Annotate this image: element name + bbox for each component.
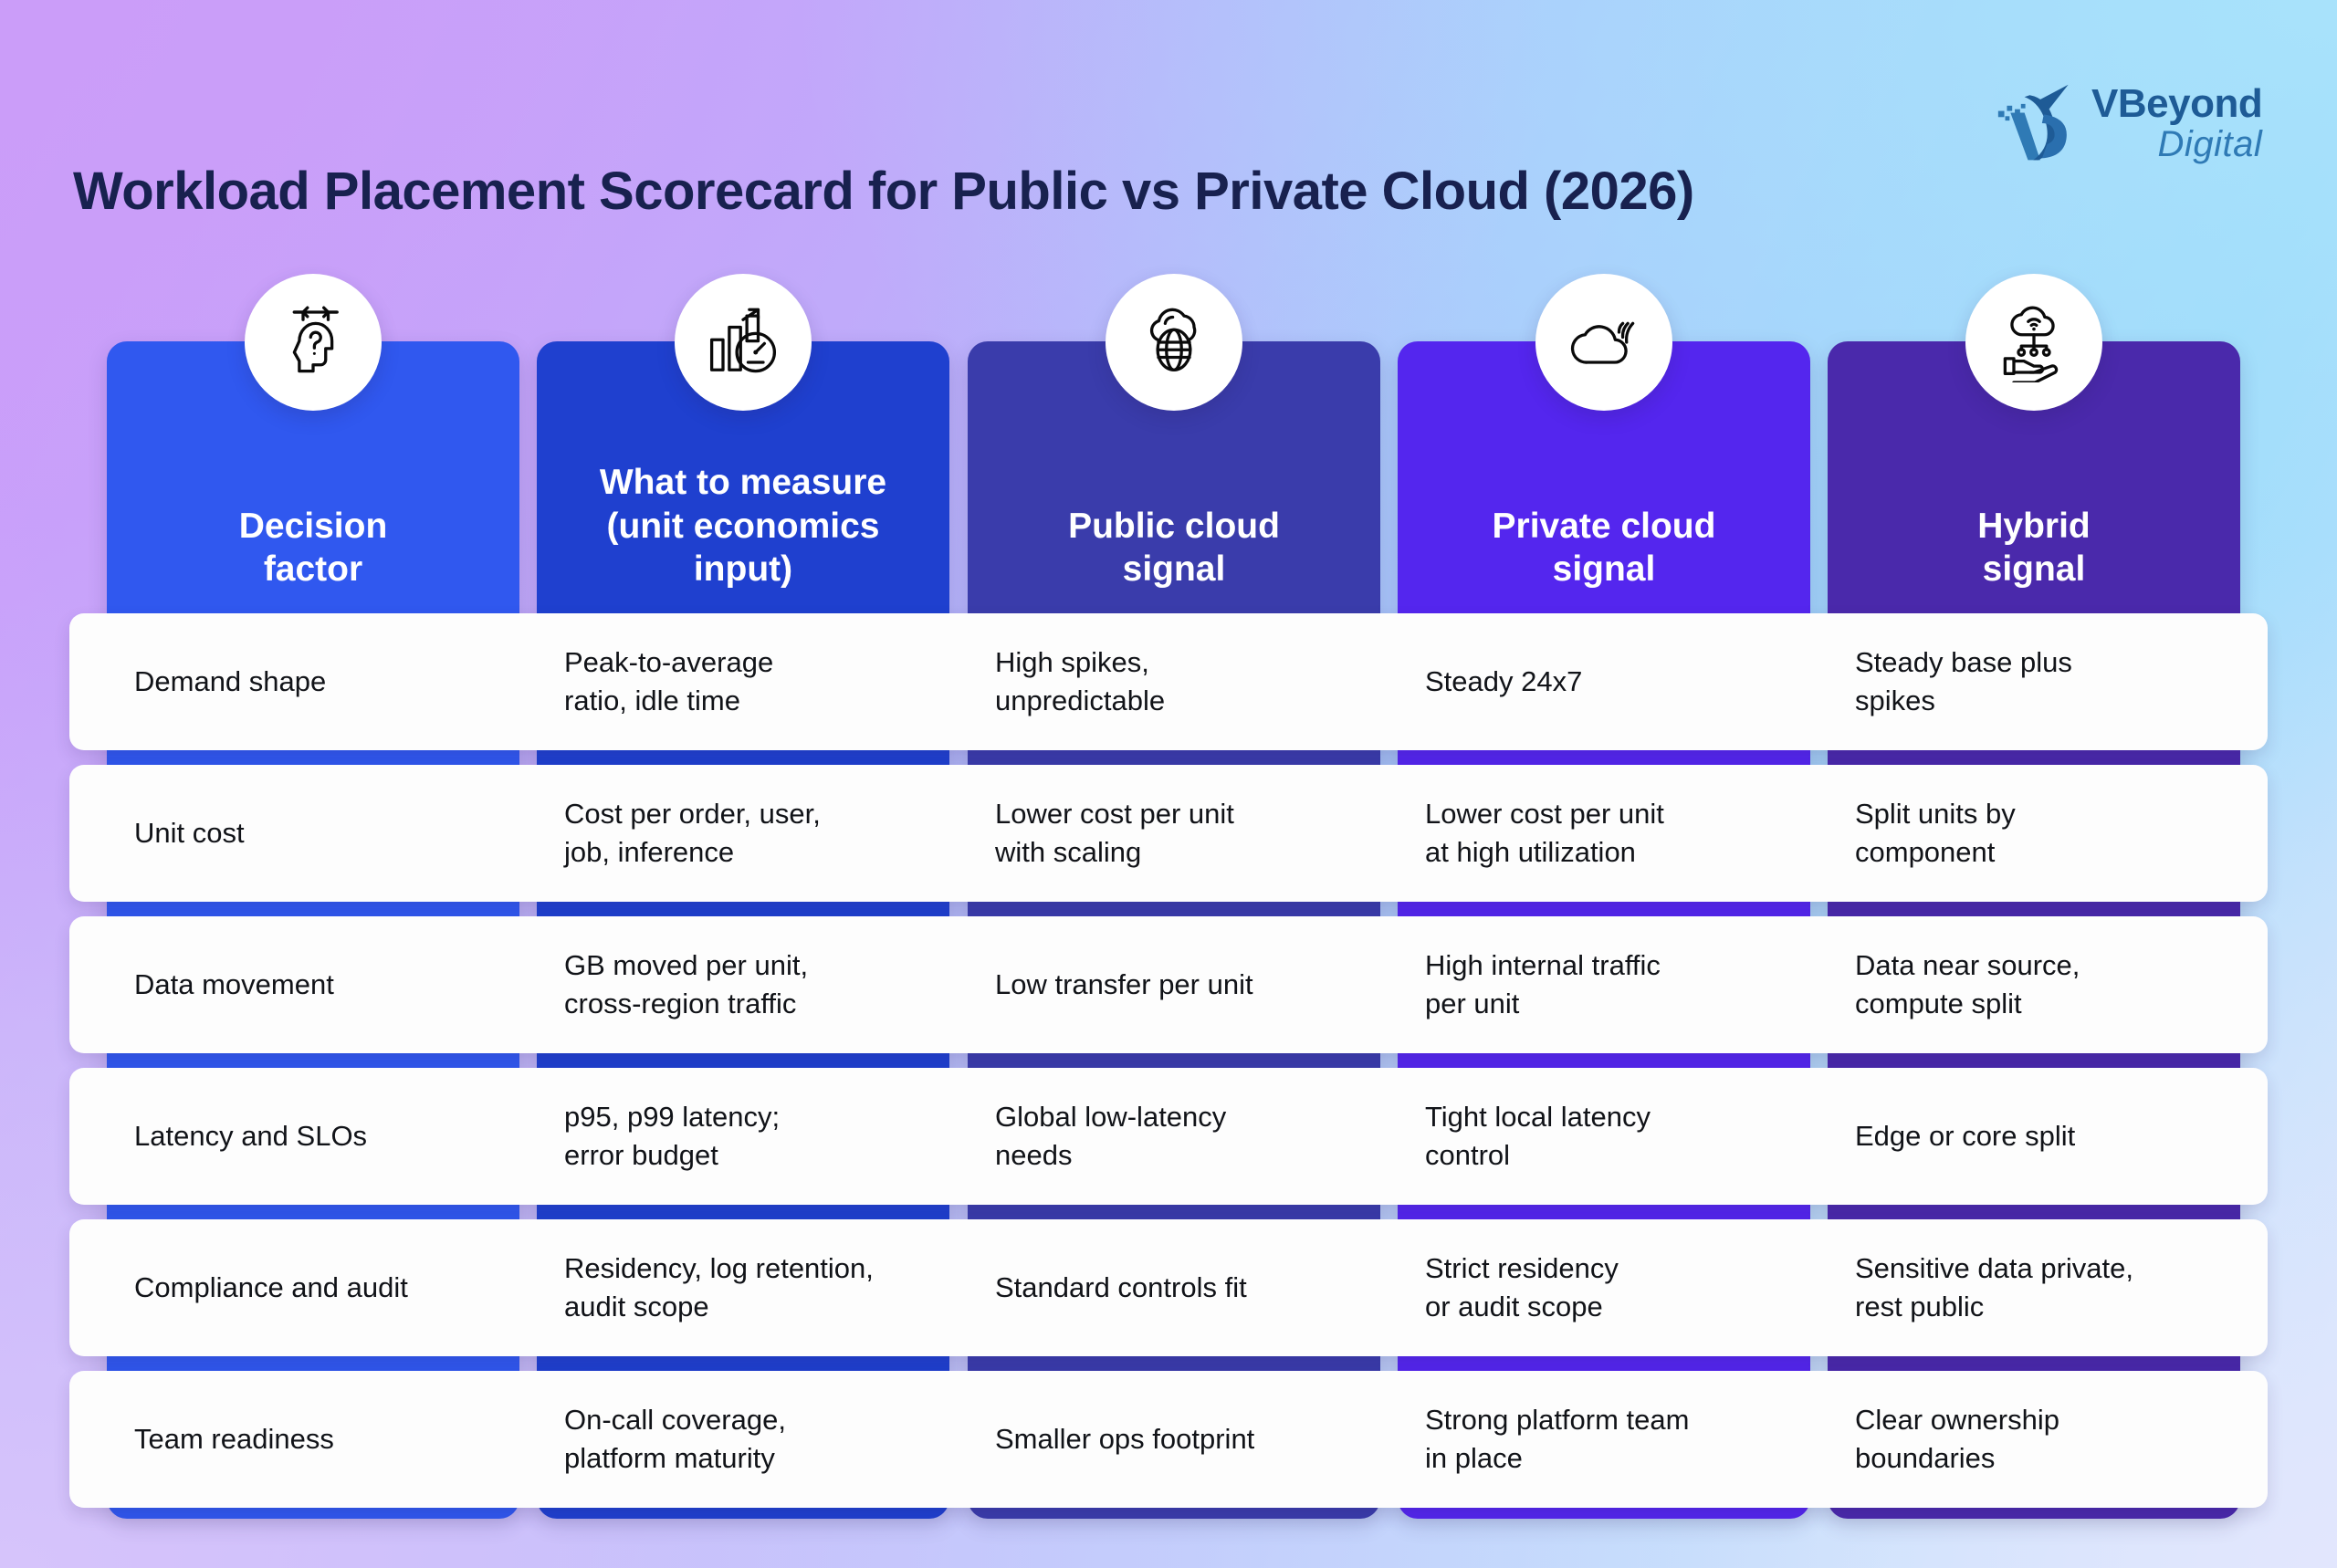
brand-logo: VBeyond Digital [1995,73,2305,173]
cell-text: Compliance and audit [134,1270,408,1303]
cell-what-to-measure: p95, p99 latency;error budget [550,1068,944,1205]
hand-cloud-network-icon [1994,302,2074,382]
icon-bubble-private-cloud [1535,274,1672,411]
table-row: Latency and SLOs p95, p99 latency;error … [69,1068,2268,1205]
cell-text: Steady 24x7 [1425,664,1583,697]
cell-decision-factor: Compliance and audit [120,1219,514,1356]
head-question-decision-icon [273,302,353,382]
cell-text: Residency, log retention,audit scope [564,1251,874,1322]
brand-name-line2: Digital [2157,124,2263,164]
cell-decision-factor: Latency and SLOs [120,1068,514,1205]
cell-public-cloud: Standard controls fit [980,1219,1375,1356]
cell-decision-factor: Demand shape [120,613,514,750]
cell-text: Demand shape [134,664,327,697]
cell-text: Low transfer per unit [995,967,1253,1000]
brand-name-line1: VBeyond [2091,81,2263,126]
cell-what-to-measure: GB moved per unit,cross-region traffic [550,916,944,1053]
cell-text: High spikes,unpredictable [995,645,1166,716]
cell-decision-factor: Team readiness [120,1371,514,1508]
cell-private-cloud: Steady 24x7 [1410,613,1805,750]
cell-what-to-measure: Cost per order, user,job, inference [550,765,944,902]
cell-decision-factor: Unit cost [120,765,514,902]
cell-text: p95, p99 latency;error budget [564,1100,781,1171]
cell-text: Unit cost [134,816,245,849]
cell-what-to-measure: Residency, log retention,audit scope [550,1219,944,1356]
icon-bubble-hybrid [1965,274,2102,411]
cell-text: Smaller ops footprint [995,1422,1255,1455]
table-row: Unit cost Cost per order, user,job, infe… [69,765,2268,902]
cell-text: Data movement [134,967,334,1000]
cell-text: Team readiness [134,1422,334,1455]
cell-text: Standard controls fit [995,1270,1247,1303]
icon-bubble-public-cloud [1106,274,1242,411]
cell-hybrid: Data near source,compute split [1840,916,2235,1053]
cell-text: Sensitive data private,rest public [1855,1251,2134,1322]
cell-text: On-call coverage,platform maturity [564,1403,786,1474]
cell-public-cloud: Low transfer per unit [980,916,1375,1053]
cell-text: Latency and SLOs [134,1119,368,1152]
bar-chart-gauge-icon [703,302,783,382]
cell-hybrid: Sensitive data private,rest public [1840,1219,2235,1356]
vbeyond-logo-mark [1995,79,2082,167]
icon-bubble-decision-factor [245,274,382,411]
table-row: Compliance and audit Residency, log rete… [69,1219,2268,1356]
cell-public-cloud: Smaller ops footprint [980,1371,1375,1508]
table-row: Team readiness On-call coverage,platform… [69,1371,2268,1508]
cell-text: Edge or core split [1855,1119,2076,1152]
cell-public-cloud: High spikes,unpredictable [980,613,1375,750]
cell-decision-factor: Data movement [120,916,514,1053]
cell-text: Data near source,compute split [1855,948,2080,1019]
page-title: Workload Placement Scorecard for Public … [73,162,1694,221]
cloud-signal-icon [1564,302,1644,382]
cell-hybrid: Edge or core split [1840,1068,2235,1205]
cell-text: Cost per order, user,job, inference [564,797,821,868]
icon-bubble-what-to-measure [675,274,812,411]
cell-what-to-measure: On-call coverage,platform maturity [550,1371,944,1508]
globe-cloud-icon [1134,302,1214,382]
table-row: Data movement GB moved per unit,cross-re… [69,916,2268,1053]
cell-text: GB moved per unit,cross-region traffic [564,948,809,1019]
